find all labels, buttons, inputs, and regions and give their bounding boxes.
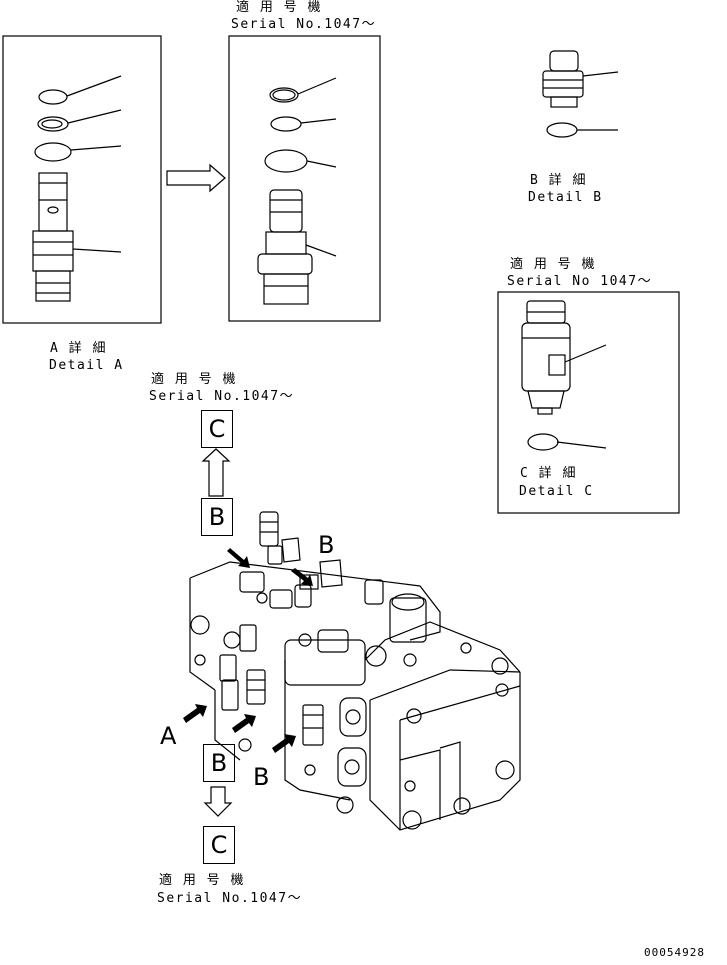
upper-applicable: 適 用 号 機: [151, 372, 237, 387]
lower-down-arrow: [203, 786, 233, 817]
figure-number: 00054928: [644, 946, 705, 959]
detail-c-title: C 詳 細: [520, 466, 577, 481]
detail-c-parts: [521, 300, 607, 451]
detail-b-parts: [542, 50, 619, 138]
upper-serial: Serial No.1047～: [149, 389, 295, 404]
lower-box-b: B: [203, 744, 235, 782]
detail-a-parts: [32, 75, 122, 302]
detail-b-title: B 詳 細: [530, 173, 587, 188]
view-arrows: [183, 548, 313, 753]
detail-c-serial: Serial No 1047～: [507, 274, 653, 289]
detail-a-subtitle: Detail A: [49, 358, 124, 373]
lower-applicable: 適 用 号 機: [159, 873, 245, 888]
detail-b-subtitle: Detail B: [528, 190, 603, 205]
detail-a-new-frame: [228, 35, 381, 322]
detail-c-applicable: 適 用 号 機: [510, 257, 596, 272]
upper-up-arrow: [201, 448, 231, 497]
lower-box-c: C: [203, 826, 235, 864]
detail-a-new-serial: Serial No.1047～: [231, 17, 377, 32]
control-valve-assembly: [189, 511, 521, 831]
detail-a-title: A 詳 細: [50, 341, 107, 356]
detail-c-frame: [497, 291, 680, 514]
view-label-b-lower: B: [253, 763, 270, 791]
view-label-a: A: [160, 722, 177, 750]
detail-a-new-parts: [257, 77, 337, 305]
lower-serial: Serial No.1047～: [157, 891, 303, 906]
supersede-arrow: [166, 163, 226, 193]
detail-a-new-applicable: 適 用 号 機: [236, 0, 322, 15]
detail-c-subtitle: Detail C: [519, 484, 594, 499]
detail-a-frame: [2, 35, 162, 324]
upper-box-b: B: [201, 498, 233, 536]
upper-box-c: C: [201, 410, 233, 448]
view-label-b-upper: B: [318, 531, 335, 559]
